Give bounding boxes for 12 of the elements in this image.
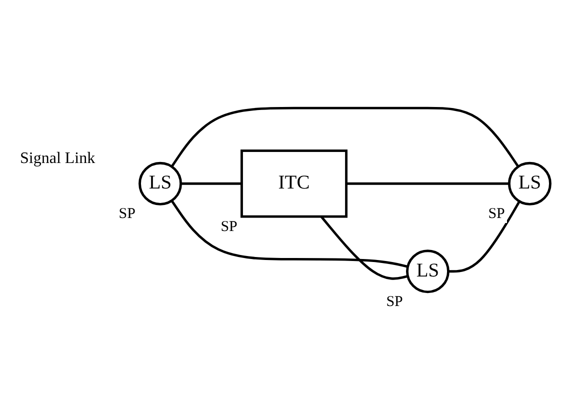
node-circle: LS [138, 162, 182, 206]
connector [320, 216, 408, 280]
connector [180, 182, 242, 185]
node-box: ITC [240, 150, 348, 218]
node-caption: SP [486, 206, 507, 224]
link-label: Signal Link [20, 150, 96, 168]
connector [346, 182, 510, 185]
node-circle: LS [406, 250, 450, 294]
connector [170, 200, 408, 268]
node-circle: LS [508, 162, 552, 206]
connector [170, 106, 520, 168]
connector [448, 200, 520, 273]
